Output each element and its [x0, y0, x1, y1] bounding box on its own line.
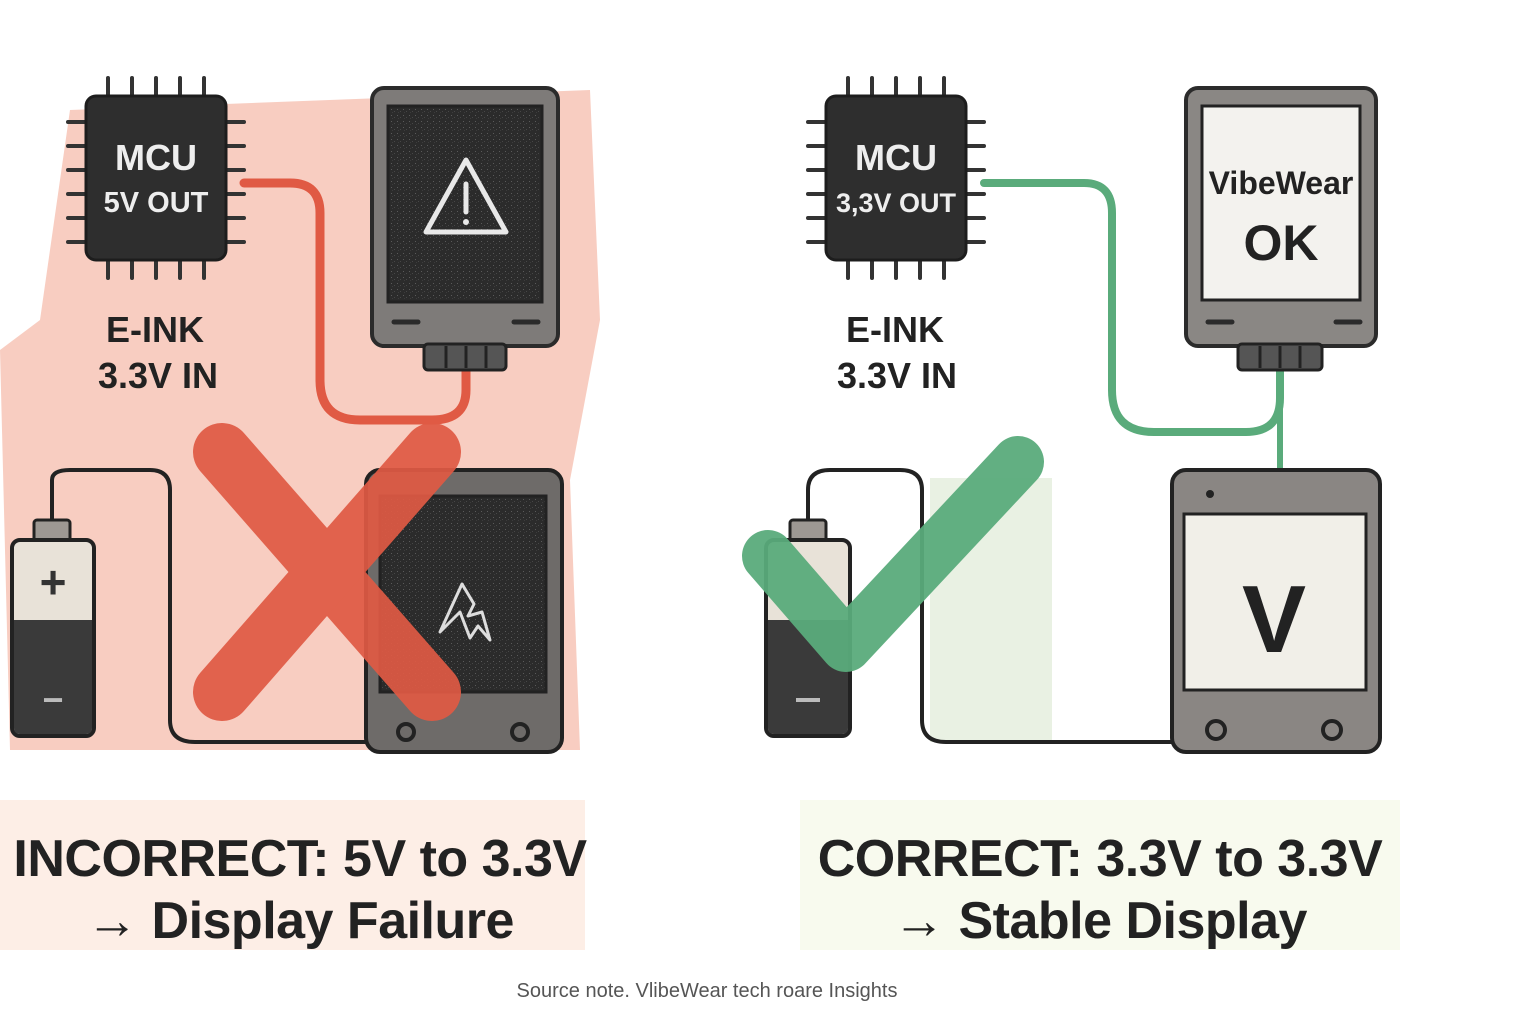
incorrect-caption-title: INCORRECT: 5V to 3.3V: [13, 830, 587, 888]
left-panel: MCU 5V OUT E-INK 3.3V IN: [0, 76, 600, 950]
eink-label: E-INK: [106, 309, 204, 350]
source-note: Source note. VlibeWear tech roare Insigh…: [516, 980, 898, 1002]
tablet-glyph: V: [1242, 566, 1306, 673]
eink-display-ok: VibeWear OK: [1184, 86, 1378, 372]
connector-left: [422, 342, 508, 372]
battery-wire-right: [806, 468, 1172, 744]
battery-plus: +: [40, 556, 67, 608]
mcu-voltage-label: 3,3V OUT: [836, 188, 957, 218]
incorrect-caption: INCORRECT: 5V to 3.3V → Display Failure: [0, 828, 620, 952]
eink-voltage-label: 3.3V IN: [837, 355, 957, 396]
wire-3v3: [980, 179, 1284, 436]
eink-voltage-label: 3.3V IN: [98, 355, 218, 396]
correct-check-mark: [742, 436, 1044, 672]
caption-highlight-left: [0, 800, 585, 950]
incorrect-x-mark: [193, 423, 461, 721]
mcu-label: MCU: [855, 137, 937, 178]
eink-tablet-ok: V: [1170, 468, 1382, 754]
display-status-text: OK: [1244, 215, 1319, 271]
right-panel: MCU 3,3V OUT E-INK 3.3V IN VibeWear OK: [742, 76, 1400, 950]
connector-right: [1236, 342, 1324, 372]
wire-5v: [239, 178, 471, 425]
mcu-chip-3v3: MCU 3,3V OUT: [806, 76, 986, 280]
battery-wire-left: [50, 468, 370, 744]
eink-display-failed: [370, 86, 560, 372]
incorrect-caption-result: → Display Failure: [86, 892, 514, 950]
battery-minus: −: [42, 679, 63, 720]
display-brand-text: VibeWear: [1209, 165, 1354, 201]
correct-caption: CORRECT: 3.3V to 3.3V → Stable Display: [780, 828, 1420, 952]
mcu-voltage-label: 5V OUT: [104, 187, 209, 219]
warning-icon: [423, 157, 509, 235]
correct-caption-result: → Stable Display: [893, 892, 1307, 950]
battery-left: + −: [10, 518, 96, 738]
cracked-screen-icon: [438, 582, 492, 642]
correct-caption-title: CORRECT: 3.3V to 3.3V: [817, 830, 1383, 888]
mcu-label: MCU: [115, 137, 197, 178]
mcu-chip-5v: MCU 5V OUT: [66, 76, 246, 280]
caption-highlight-right: [800, 800, 1400, 950]
eink-label: E-INK: [846, 309, 944, 350]
